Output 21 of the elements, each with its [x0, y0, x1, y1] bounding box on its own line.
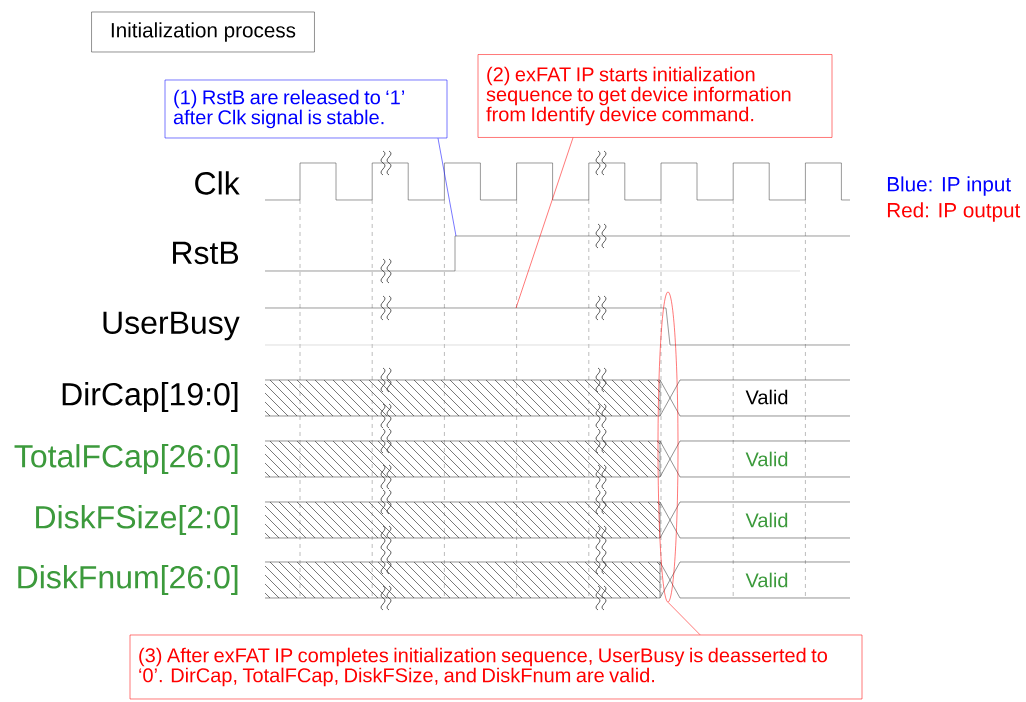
signal-name: TotalFCap[26:0] — [14, 444, 238, 474]
signal-name: UserBusy — [103, 311, 240, 341]
leader-line — [515, 137, 574, 309]
callout-box: (2) exFAT IP starts initialization sequence to get device information from Identify device command. — [477, 54, 833, 138]
title-box: Initialization process — [91, 11, 315, 53]
bus-value: Valid — [745, 389, 788, 405]
leader-line — [667, 602, 701, 635]
bus-value: Valid — [745, 512, 788, 528]
bus-value: Valid — [745, 572, 788, 588]
callout-box: (1) RstB are released to ‘1’ after Clk signal is stable. — [164, 79, 448, 139]
signal-name: DirCap[19:0] — [62, 382, 238, 412]
bus-value: Valid — [745, 451, 788, 467]
legend-text: Blue: IP input — [887, 176, 1011, 196]
highlight-ellipse — [657, 291, 679, 603]
signal-name: DiskFnum[26:0] — [18, 565, 238, 595]
legend-text: Red: IP output — [887, 202, 1021, 222]
signal-name: RstB — [173, 241, 239, 265]
callout-box: (3) After exFAT IP completes initialization sequence, UserBusy is deasserted to ‘0’. DirCap, TotalFCap, DiskFSize, and DiskFnum are valid. — [129, 634, 863, 700]
signal-name: DiskFSize[2:0] — [36, 505, 238, 535]
signal-name: Clk — [195, 171, 240, 195]
leader-line — [437, 138, 457, 237]
